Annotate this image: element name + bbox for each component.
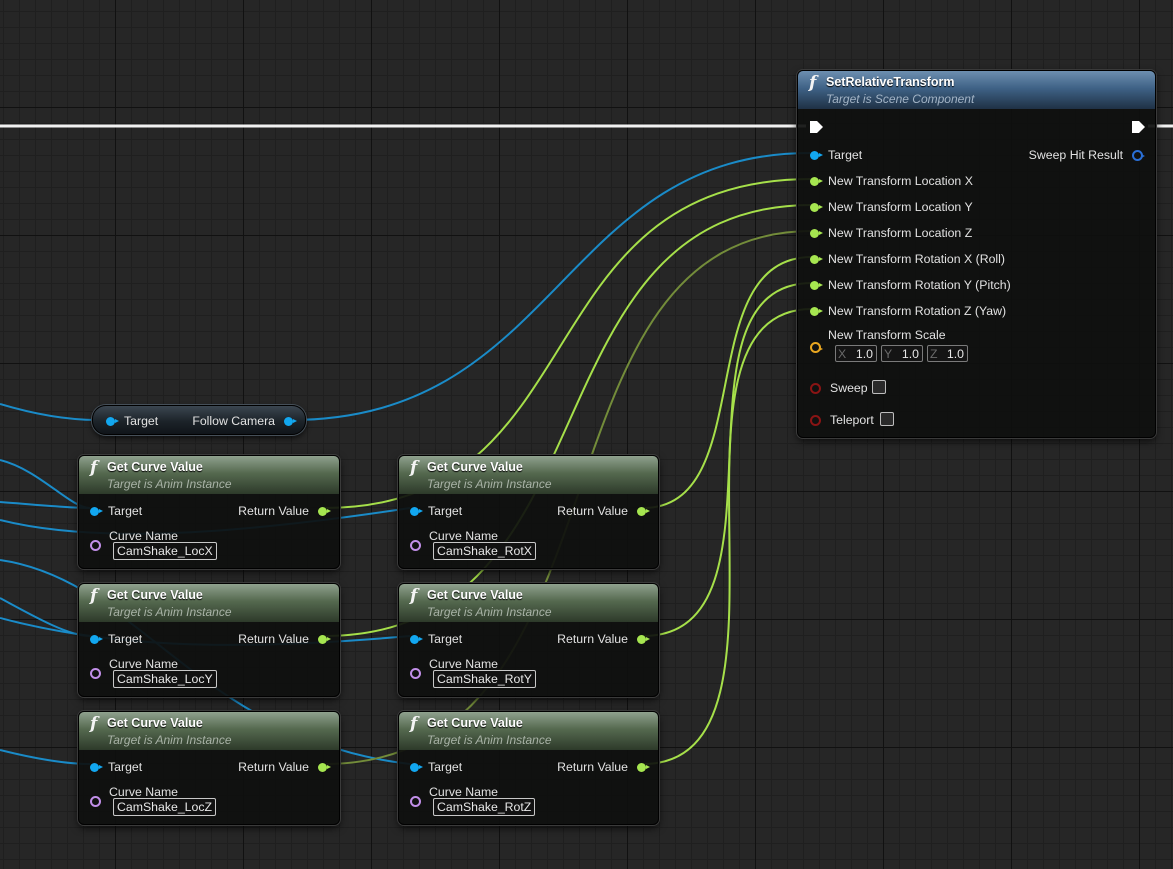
rotation-y-pin[interactable]: New Transform Rotation Y (Pitch) (810, 278, 1011, 292)
node-subtitle: Target is Scene Component (826, 92, 975, 106)
curve-name-field[interactable]: CamShake_RotY (433, 670, 537, 688)
target-pin[interactable]: Target (810, 148, 862, 162)
node-subtitle: Target is Anim Instance (427, 605, 552, 619)
curve-name-pin[interactable] (90, 796, 101, 807)
node-subtitle: Target is Anim Instance (107, 605, 232, 619)
sweep-hit-result-pin[interactable]: Sweep Hit Result (1029, 148, 1145, 162)
get-curve-value-header[interactable]: f Get Curve Value Target is Anim Instanc… (399, 712, 658, 750)
curve-name-field[interactable]: CamShake_LocY (113, 670, 217, 688)
node-subtitle: Target is Anim Instance (427, 733, 552, 747)
teleport-checkbox[interactable] (880, 412, 894, 426)
node-title: Get Curve Value (107, 716, 203, 730)
get-curve-value-node[interactable]: f Get Curve Value Target is Anim Instanc… (78, 583, 340, 697)
curve-name-label: Curve Name (109, 785, 179, 799)
set-relative-transform-node[interactable]: f SetRelativeTransform Target is Scene C… (797, 70, 1156, 438)
function-icon: f (90, 586, 98, 606)
object-wire-anim-4 (0, 597, 91, 637)
node-subtitle: Target is Anim Instance (107, 733, 232, 747)
set-relative-transform-header[interactable]: f SetRelativeTransform Target is Scene C… (798, 71, 1155, 109)
follow-camera-output-pin[interactable]: Follow Camera (192, 414, 297, 428)
return-value-pin[interactable]: Return Value (557, 632, 650, 646)
sweep-checkbox[interactable] (872, 380, 886, 394)
target-pin[interactable]: Target (410, 760, 462, 774)
function-icon: f (410, 714, 418, 734)
node-subtitle: Target is Anim Instance (427, 477, 552, 491)
follow-camera-node[interactable]: Target Follow Camera (92, 405, 306, 435)
curve-name-label: Curve Name (109, 529, 179, 543)
node-title: Get Curve Value (427, 460, 523, 474)
return-value-pin[interactable]: Return Value (238, 632, 331, 646)
float-wire-rot-z (642, 308, 813, 765)
curve-name-label: Curve Name (109, 657, 179, 671)
location-x-pin[interactable]: New Transform Location X (810, 174, 973, 188)
target-pin[interactable]: Target (410, 632, 462, 646)
get-curve-value-header[interactable]: f Get Curve Value Target is Anim Instanc… (399, 584, 658, 622)
return-value-pin[interactable]: Return Value (238, 760, 331, 774)
scale-label: New Transform Scale (828, 328, 946, 342)
get-curve-value-node[interactable]: f Get Curve Value Target is Anim Instanc… (78, 711, 340, 825)
curve-name-pin[interactable] (410, 540, 421, 551)
node-title: Get Curve Value (427, 716, 523, 730)
curve-name-field[interactable]: CamShake_LocX (113, 542, 217, 560)
object-wire-follow-camera-target (0, 403, 98, 421)
return-value-pin[interactable]: Return Value (557, 760, 650, 774)
target-pin[interactable]: Target (410, 504, 462, 518)
float-wire-loc-y (323, 204, 813, 637)
get-curve-value-node[interactable]: f Get Curve Value Target is Anim Instanc… (398, 455, 659, 569)
curve-name-field[interactable]: CamShake_RotX (433, 542, 537, 560)
rotation-z-pin[interactable]: New Transform Rotation Z (Yaw) (810, 304, 1006, 318)
location-z-pin[interactable]: New Transform Location Z (810, 226, 972, 240)
function-icon: f (90, 714, 98, 734)
function-icon: f (410, 586, 418, 606)
teleport-pin[interactable]: Teleport (810, 413, 874, 427)
curve-name-pin[interactable] (90, 668, 101, 679)
curve-name-label: Curve Name (429, 529, 499, 543)
curve-name-field[interactable]: CamShake_LocZ (113, 798, 217, 816)
object-wire-anim-6 (0, 749, 91, 765)
curve-name-field[interactable]: CamShake_RotZ (433, 798, 536, 816)
node-title: Get Curve Value (427, 588, 523, 602)
get-curve-value-header[interactable]: f Get Curve Value Target is Anim Instanc… (399, 456, 658, 494)
get-curve-value-node[interactable]: f Get Curve Value Target is Anim Instanc… (398, 711, 659, 825)
curve-name-label: Curve Name (429, 657, 499, 671)
node-title: Get Curve Value (107, 460, 203, 474)
scale-pin[interactable] (810, 342, 823, 353)
object-wire-anim-1 (0, 459, 91, 509)
get-curve-value-header[interactable]: f Get Curve Value Target is Anim Instanc… (79, 584, 339, 622)
curve-name-pin[interactable] (410, 796, 421, 807)
curve-name-pin[interactable] (410, 668, 421, 679)
node-title: SetRelativeTransform (826, 75, 955, 89)
return-value-pin[interactable]: Return Value (557, 504, 650, 518)
curve-name-label: Curve Name (429, 785, 499, 799)
function-icon: f (809, 73, 817, 93)
float-wire-rot-x (642, 256, 813, 509)
node-subtitle: Target is Anim Instance (107, 477, 232, 491)
get-curve-value-node[interactable]: f Get Curve Value Target is Anim Instanc… (78, 455, 340, 569)
get-curve-value-header[interactable]: f Get Curve Value Target is Anim Instanc… (79, 712, 339, 750)
follow-camera-target-pin[interactable]: Target (106, 414, 158, 428)
function-icon: f (90, 458, 98, 478)
get-curve-value-node[interactable]: f Get Curve Value Target is Anim Instanc… (398, 583, 659, 697)
float-wire-rot-y (642, 282, 813, 637)
target-pin[interactable]: Target (90, 760, 142, 774)
get-curve-value-header[interactable]: f Get Curve Value Target is Anim Instanc… (79, 456, 339, 494)
target-pin[interactable]: Target (90, 632, 142, 646)
location-y-pin[interactable]: New Transform Location Y (810, 200, 973, 214)
sweep-pin[interactable]: Sweep (810, 381, 868, 395)
curve-name-pin[interactable] (90, 540, 101, 551)
target-pin[interactable]: Target (90, 504, 142, 518)
function-icon: f (410, 458, 418, 478)
object-wire-follow-camera-out (289, 152, 811, 421)
node-title: Get Curve Value (107, 588, 203, 602)
return-value-pin[interactable]: Return Value (238, 504, 331, 518)
rotation-x-pin[interactable]: New Transform Rotation X (Roll) (810, 252, 1005, 266)
